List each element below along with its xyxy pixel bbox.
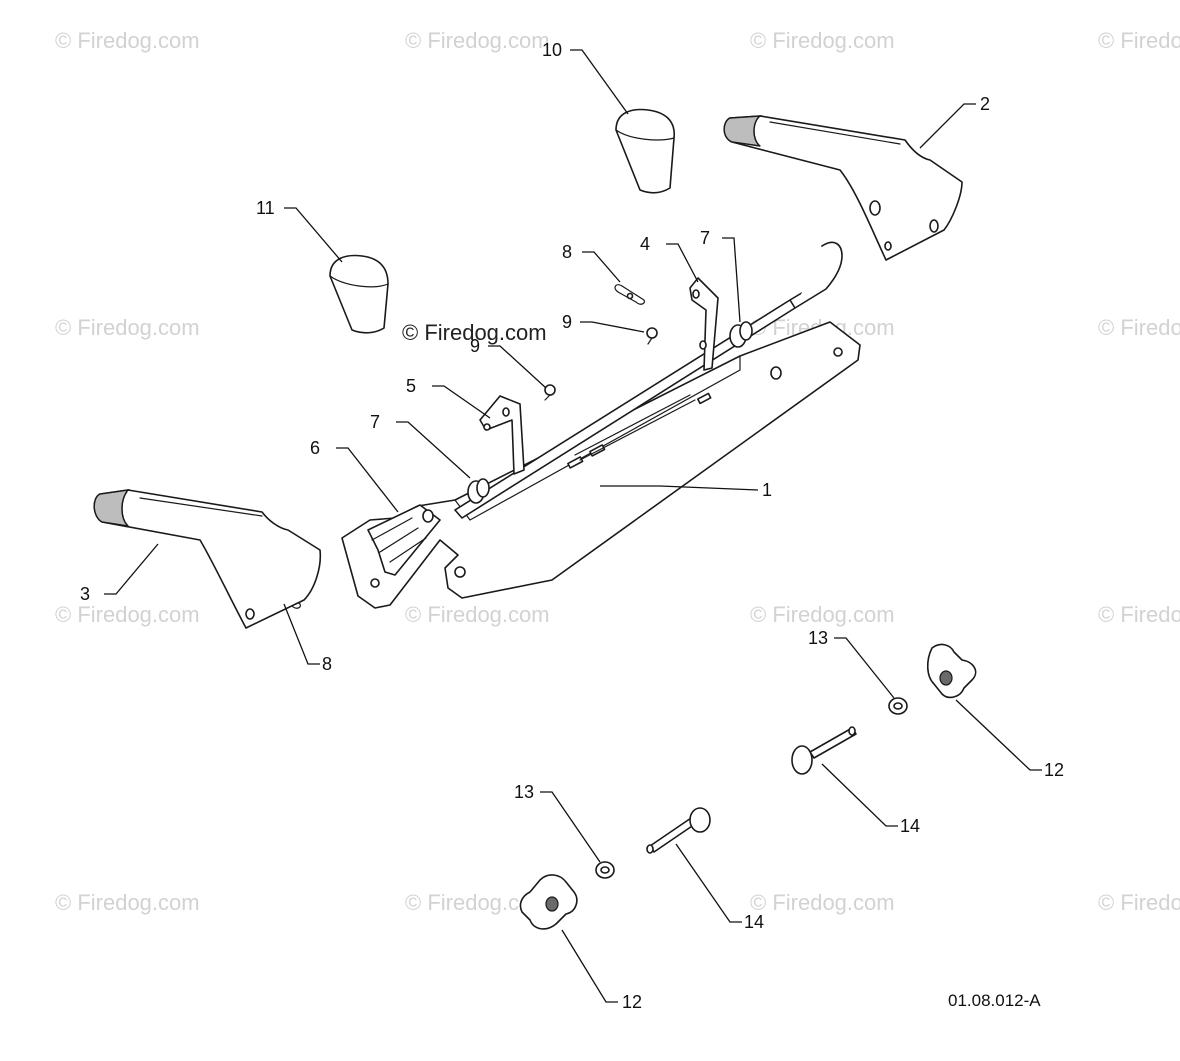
callout-label: 9 [562, 312, 572, 332]
washer-13 [595, 861, 615, 879]
right-handle-grip [723, 115, 963, 261]
watermark: © Firedog.com [750, 890, 895, 915]
left-handle-grip [93, 489, 322, 629]
callout-label: 8 [322, 654, 332, 674]
callout-label: 8 [562, 242, 572, 262]
callout-label: 7 [370, 412, 380, 432]
watermark: © Firedog.com [405, 602, 550, 627]
callout-label: 9 [470, 336, 480, 356]
watermark: © Firedog.com [405, 28, 550, 53]
callout-label: 13 [514, 782, 534, 802]
knob-10 [615, 108, 675, 194]
callout-labels: 1 2 3 4 5 6 7 7 8 8 9 9 10 11 12 12 13 1… [80, 40, 1064, 1012]
diagram-code: 01.08.012-A [948, 991, 1041, 1010]
watermark: © Firedog.com [55, 28, 200, 53]
bracket-6 [367, 504, 441, 576]
callout-label: 3 [80, 584, 90, 604]
star-knob-12 [519, 874, 578, 930]
washer-13 [888, 697, 908, 715]
watermark: © Firedog.com [55, 315, 200, 340]
clip-8 [614, 284, 645, 305]
callout-label: 11 [256, 198, 275, 218]
main-bracket-plate [341, 321, 861, 609]
bolt-14 [791, 726, 857, 775]
callout-label: 14 [900, 816, 920, 836]
watermark: © Firedog.com [750, 602, 895, 627]
callout-label: 5 [406, 376, 416, 396]
callout-label: 2 [980, 94, 990, 114]
pin-9 [544, 384, 556, 401]
star-knob-12 [926, 643, 977, 699]
watermark: © Firedog.com [55, 890, 200, 915]
callout-label: 13 [808, 628, 828, 648]
callout-label: 12 [622, 992, 642, 1012]
callout-label: 10 [542, 40, 562, 60]
bracket-5 [479, 395, 525, 475]
watermark: © Firedog.com [1098, 28, 1180, 53]
bushing-7 [729, 321, 753, 348]
bushing-7 [467, 478, 490, 504]
callout-label: 7 [700, 228, 710, 248]
leader-lines [104, 49, 1042, 1003]
callout-label: 14 [744, 912, 764, 932]
watermark: © Firedog.com [1098, 315, 1180, 340]
bracket-4 [689, 277, 719, 371]
callout-label: 6 [310, 438, 320, 458]
pin-9 [646, 327, 658, 345]
callout-label: 1 [762, 480, 772, 500]
callout-label: 12 [1044, 760, 1064, 780]
callout-label: 4 [640, 234, 650, 254]
watermark: © Firedog.com [750, 28, 895, 53]
watermark: © Firedog.com [55, 602, 200, 627]
watermark: © Firedog.com [1098, 602, 1180, 627]
watermark: © Firedog.com [1098, 890, 1180, 915]
bolt-14 [646, 807, 711, 854]
watermark-center: © Firedog.com [402, 320, 547, 345]
knob-11 [329, 254, 389, 334]
